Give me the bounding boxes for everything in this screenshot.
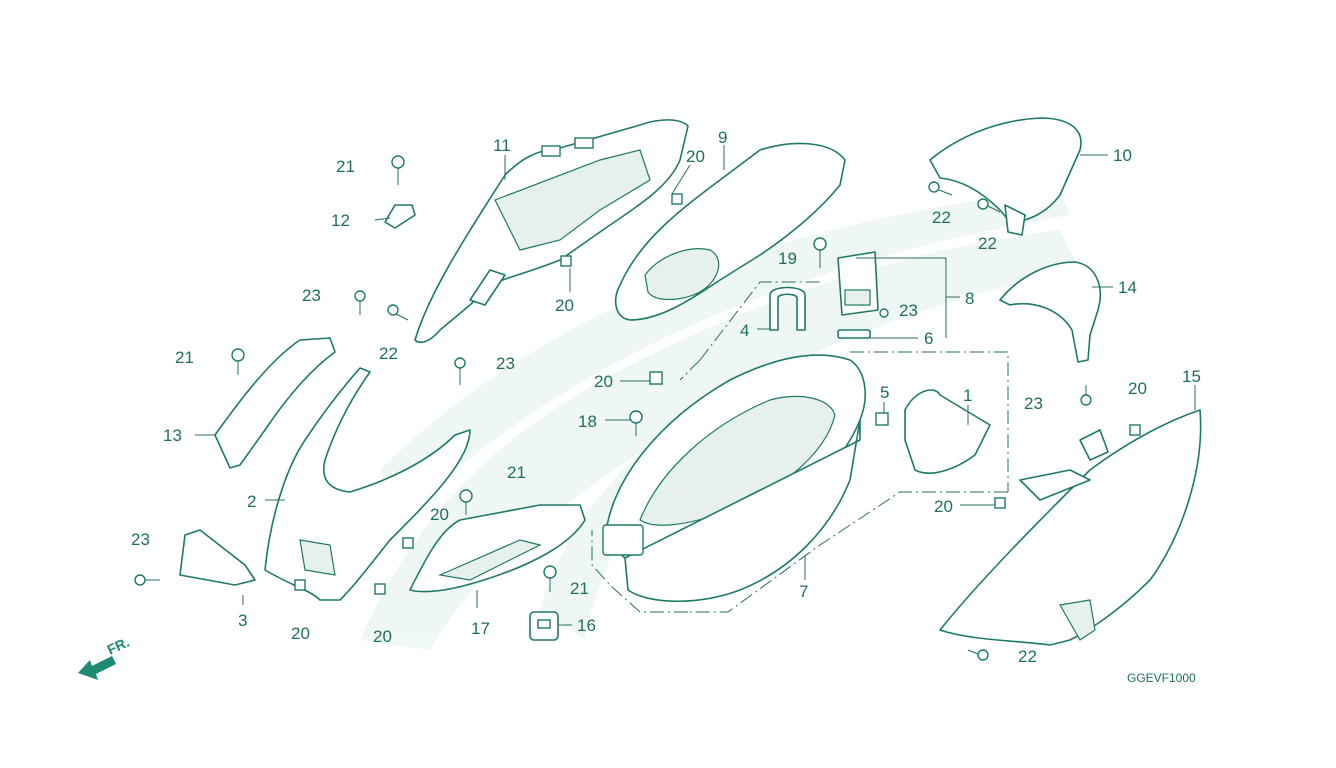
callout-20: 20	[373, 627, 392, 646]
callout-7: 7	[799, 582, 808, 601]
callout-20: 20	[686, 147, 705, 166]
callout-1: 1	[963, 386, 972, 405]
part-11-center-cover	[414, 119, 689, 344]
callout-15: 15	[1182, 367, 1201, 386]
callout-18: 18	[578, 412, 597, 431]
part-14-rear-bracket	[999, 261, 1102, 363]
part-17-lower-side-panel	[409, 504, 586, 593]
callout-17: 17	[471, 619, 490, 638]
part-3-lower-fairing	[179, 529, 256, 586]
callout-10: 10	[1113, 146, 1132, 165]
leader-lines	[195, 145, 1196, 626]
callout-labels: 1 2 3 4 5 6 7 8 9 10 11 12 13 14 15 16 1…	[131, 128, 1201, 666]
part-13-front-panel	[214, 337, 336, 469]
callout-9: 9	[718, 128, 727, 147]
callout-23: 23	[899, 301, 918, 320]
callout-19: 19	[778, 249, 797, 268]
part-1-small-cover	[904, 389, 991, 474]
fr-label: FR.	[105, 634, 132, 658]
callout-3: 3	[238, 611, 247, 630]
callout-13: 13	[163, 426, 182, 445]
callout-12: 12	[331, 211, 350, 230]
callout-2: 2	[247, 492, 256, 511]
callout-16: 16	[577, 616, 596, 635]
part-15-right-side-cover	[939, 409, 1202, 646]
callout-21: 21	[507, 463, 526, 482]
callout-20: 20	[291, 624, 310, 643]
callout-22: 22	[932, 208, 951, 227]
drawing-code-label: GGEVF1000	[1127, 671, 1196, 685]
callout-20: 20	[934, 497, 953, 516]
callout-20: 20	[594, 372, 613, 391]
part-4-strap	[769, 286, 806, 331]
callout-20: 20	[1128, 379, 1147, 398]
part-7-luggage-box	[602, 354, 866, 602]
callout-5: 5	[880, 383, 889, 402]
callout-8: 8	[965, 289, 974, 308]
callout-21: 21	[336, 157, 355, 176]
part-8-latch-bracket	[837, 251, 879, 316]
part-16-clip	[529, 611, 559, 641]
fasteners	[134, 155, 1141, 661]
callout-14: 14	[1118, 278, 1137, 297]
callout-23: 23	[131, 530, 150, 549]
callout-23: 23	[1024, 394, 1043, 413]
callout-21: 21	[570, 579, 589, 598]
callout-11: 11	[493, 136, 511, 155]
part-10-rear-cover	[929, 117, 1082, 236]
callout-20: 20	[430, 505, 449, 524]
callout-22: 22	[379, 344, 398, 363]
part-5-nut	[875, 412, 889, 426]
callout-23: 23	[302, 286, 321, 305]
assembly-boundary	[591, 281, 1009, 613]
callout-21: 21	[175, 348, 194, 367]
callout-22: 22	[1018, 647, 1037, 666]
part-6-strip	[837, 329, 871, 339]
callout-23: 23	[496, 354, 515, 373]
callout-6: 6	[924, 329, 933, 348]
callout-20: 20	[555, 296, 574, 315]
part-2-inner-cover	[264, 367, 471, 601]
callout-22: 22	[978, 234, 997, 253]
part-12-small-bracket	[384, 204, 416, 229]
callout-4: 4	[740, 321, 749, 340]
part-9-seat-plate	[614, 142, 846, 321]
front-direction-arrow: FR.	[78, 634, 132, 680]
